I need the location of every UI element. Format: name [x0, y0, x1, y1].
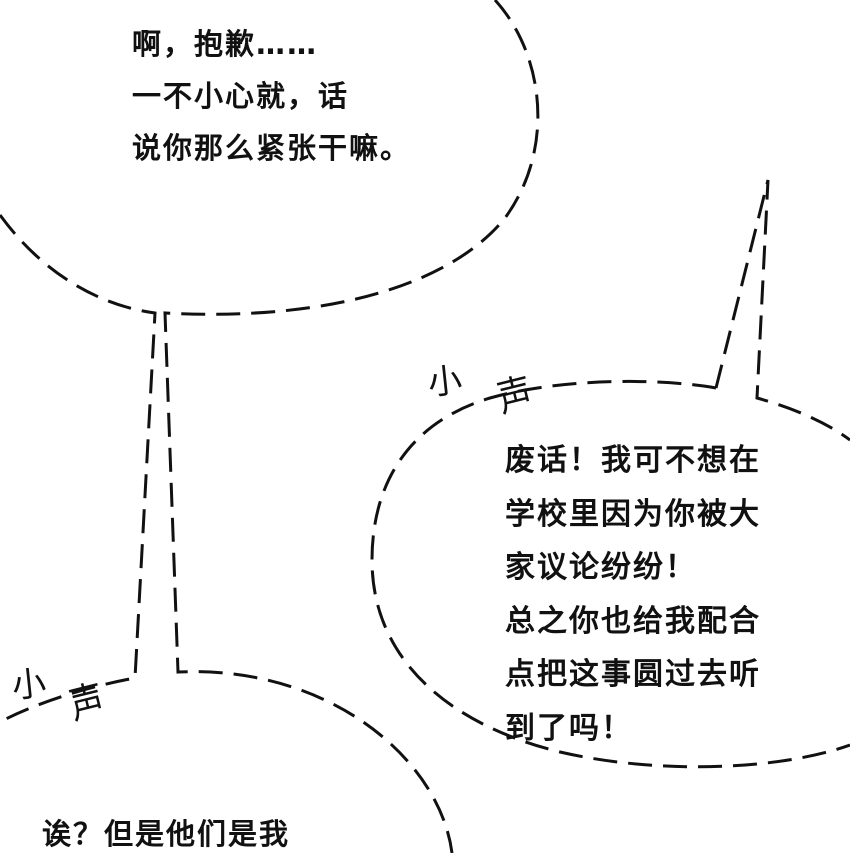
speech-line: 废话！我可不想在: [505, 443, 761, 478]
sfx-char: 小: [426, 360, 464, 404]
sound-effect-whisper-right: 小声: [426, 360, 537, 422]
bubble-right-tail: [714, 179, 850, 442]
speech-line: 说你那么紧张干嘛。: [132, 131, 412, 165]
sound-effect-whisper-left: 小声: [10, 663, 109, 729]
speech-line: 到了吗！: [505, 710, 633, 746]
speech-line: 家议论纷纷！: [505, 550, 697, 585]
speech-line: 学校里因为你被大: [505, 496, 761, 532]
speech-line: 点把这事圆过去听: [505, 657, 761, 692]
bubble-top-left-outline-left: [0, 214, 157, 724]
sfx-char: 小: [10, 663, 48, 707]
speech-text-bottom-left: 诶？但是他们是我: [42, 808, 290, 853]
speech-text-top-left: 啊，抱歉…… 一不小心就，话 说你那么紧张干嘛。: [132, 18, 411, 174]
speech-line: 一不小心就，话: [132, 79, 350, 113]
speech-line: 诶？但是他们是我: [42, 817, 291, 851]
speech-text-right: 废话！我可不想在 学校里因为你被大 家议论纷纷！ 总之你也给我配合 点把这事圆过…: [505, 434, 761, 755]
bubble-top-left-outline: [163, 0, 540, 853]
speech-line: 总之你也给我配合: [505, 603, 761, 639]
bubble-right-outline: [370, 379, 850, 769]
speech-line: 啊，抱歉……: [132, 27, 319, 61]
